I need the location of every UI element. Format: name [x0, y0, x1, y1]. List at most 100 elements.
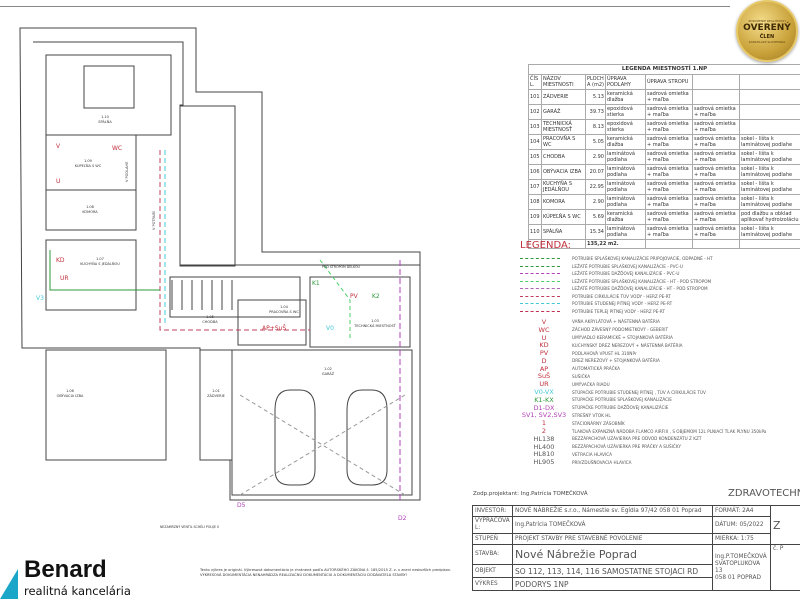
- legend-symbol: U: [541, 333, 547, 342]
- legend-text: VAŇA AKRYLÁTOVÁ + NÁSTENNÁ BATÉRIA: [572, 319, 660, 325]
- legend-text: DREZ NEREZOVÝ + STOJANKOVÁ BATÉRIA: [572, 358, 660, 364]
- scale-cell: MIERKA: 1:75: [712, 533, 771, 545]
- building-value: Nové Nábrežie Poprad: [512, 544, 713, 565]
- line-swatch: [520, 280, 560, 282]
- table-cell: sadrová omietka + maľba: [692, 164, 740, 180]
- legend-symbol: UR: [539, 380, 549, 389]
- table-cell: OBÝVACIA IZBA: [541, 164, 586, 180]
- legend-symbol: K1-KX: [534, 395, 554, 404]
- legend-title: LEGENDA:: [520, 240, 571, 251]
- legend-symbol: SV1, SV2,SV3: [521, 411, 567, 420]
- legend-text: LEŽATÉ POTRUBIE DAŽĎOVEJ KANALIZÁCIE - P…: [572, 271, 680, 277]
- table-cell: sokel - lišta k laminátovej podlahe: [739, 134, 800, 150]
- legend-symbol-item: U UMÝVADLO KERAMICKÉ + STOJANKOVÁ BATÉRIA: [520, 334, 800, 342]
- copyright-notice: Tento výkres je originál. Výkresová doku…: [200, 568, 451, 577]
- table-cell: laminátová podlaha: [605, 194, 646, 210]
- drawing-value: PODORYS 1NP: [512, 577, 713, 591]
- legend-text: BEZZÁPACHOVÁ UZÁVIERKA PRE PRÁČKY A SUŠI…: [572, 444, 682, 450]
- table-cell: sadrová omietka + maľba: [692, 104, 740, 120]
- logo-subtitle: realitná kancelária: [24, 584, 131, 598]
- plan-note: POD STROPOM DÉLKOU: [322, 264, 360, 269]
- room-table-header: ÚPRAVA STROPU: [645, 74, 693, 90]
- table-cell: sokel - lišta k laminátovej podlahe: [739, 179, 800, 195]
- room-table-header: ÚPRAVA PODLAHY: [605, 74, 646, 90]
- table-cell: 106: [528, 164, 542, 180]
- legend-line-item: POTRUBIE CIRKULÁCIE TÚV VODY - HERZ PE-R…: [520, 293, 800, 301]
- table-cell: sadrová omietka + maľba: [692, 209, 740, 225]
- line-swatch: [520, 273, 560, 275]
- table-cell: sadrová omietka + maľba: [645, 149, 693, 165]
- table-cell: 109: [528, 209, 542, 225]
- room-table-header: ČÍSL.: [528, 74, 542, 90]
- table-cell: CHODBA: [541, 149, 586, 165]
- plan-note: V PODLAHE: [125, 162, 129, 182]
- legend-symbol: HL138: [533, 434, 555, 443]
- legend-text: POTRUBIE CIRKULÁCIE TÚV VODY - HERZ PE-R…: [572, 293, 671, 299]
- legend-symbol: SuŠ: [537, 372, 551, 381]
- table-cell: epoxidová stierka: [605, 119, 646, 135]
- line-swatch: [520, 258, 560, 260]
- legend-line-item: LEŽATÉ POTRUBIE SPLAŠKOVEJ KANALIZÁCIE -…: [520, 278, 800, 286]
- table-cell: KUCHYŇA S JEDÁLŇOU: [541, 179, 586, 195]
- plan-label: V: [56, 143, 61, 150]
- plan-label: AP+SuŠ: [262, 325, 286, 332]
- table-cell: sadrová omietka + maľba: [645, 194, 693, 210]
- table-cell: KOMORA: [541, 194, 586, 210]
- line-swatch: [520, 310, 560, 312]
- legend-line-item: LEŽATÉ POTRUBIE SPLAŠKOVEJ KANALIZÁCIE -…: [520, 263, 800, 271]
- table-cell: 8.13: [585, 119, 606, 135]
- table-cell: [692, 89, 740, 105]
- legend-text: POTRUBIE TEPLEJ PITNEJ VODY - HERZ PE-RT: [572, 308, 665, 314]
- plan-label: WC: [112, 145, 122, 152]
- table-cell: laminátová podlaha: [605, 149, 646, 165]
- table-cell: pod dlažbu a obklad aplikovať hydroizolá…: [739, 209, 800, 225]
- table-cell: sadrová omietka + maľba: [692, 134, 740, 150]
- legend-text: POTRUBIE STUDENEJ PITNEJ VODY - HERZ PE-…: [572, 301, 673, 307]
- legend-text: UMÝVADLO KERAMICKÉ + STOJANKOVÁ BATÉRIA: [572, 334, 673, 340]
- legend-symbol: HL400: [533, 442, 555, 451]
- table-cell: sadrová omietka + maľba: [645, 179, 693, 195]
- badge-bottom-text: KANCELÁRIÍ SLOVENSKA: [748, 39, 786, 44]
- legend-text: STACIONÁRNY ZÁSOBNÍK: [572, 420, 625, 426]
- legend-text: POTRUBIE SPLAŠKOVEJ KANALIZÁCIE PRIPOJOV…: [572, 256, 713, 262]
- table-cell: sadrová omietka + maľba: [645, 89, 693, 105]
- room-table-header: [739, 74, 800, 90]
- room-table: LEGENDA MIESTNOSTÍ 1.NP ČÍSL.NÁZOV MIEST…: [528, 64, 800, 249]
- line-swatch: [520, 303, 560, 305]
- plan-note: NEZAMRZNÝ VENTIL SCHÉLI POLIJE II: [160, 524, 219, 529]
- table-cell: 107: [528, 179, 542, 195]
- table-cell: 5.05: [585, 134, 606, 150]
- room-table-header: PLOCHA (m2): [585, 74, 606, 90]
- legend-line-item: POTRUBIE TEPLEJ PITNEJ VODY - HERZ PE-RT: [520, 308, 800, 316]
- title-block: INVESTOR:NOVÉ NÁBREŽIE s.r.o., Námestie …: [472, 505, 800, 591]
- legend-text: ZÁCHOD ZÁVESNÝ PODOMIETKOVÝ - GEBERIT: [572, 327, 669, 333]
- legend-text: STÚPAČKE POTRUBIE SPLAŠKOVEJ KANALIZÁCIE: [572, 397, 672, 403]
- table-cell: sadrová omietka + maľba: [645, 104, 693, 120]
- table-cell: 101: [528, 89, 542, 105]
- legend-line-item: LEŽATÉ POTRUBIE DAŽĎOVEJ KANALIZÁCIE - P…: [520, 270, 800, 278]
- legend-text: TLAKOVÁ EXPANZNÁ NÁDOBA FLAMCO AIRFIX , …: [572, 428, 767, 434]
- investor-label: INVESTOR:: [472, 505, 513, 517]
- table-cell: 104: [528, 134, 542, 150]
- table-cell: laminátová podlaha: [605, 179, 646, 195]
- table-cell: [739, 104, 800, 120]
